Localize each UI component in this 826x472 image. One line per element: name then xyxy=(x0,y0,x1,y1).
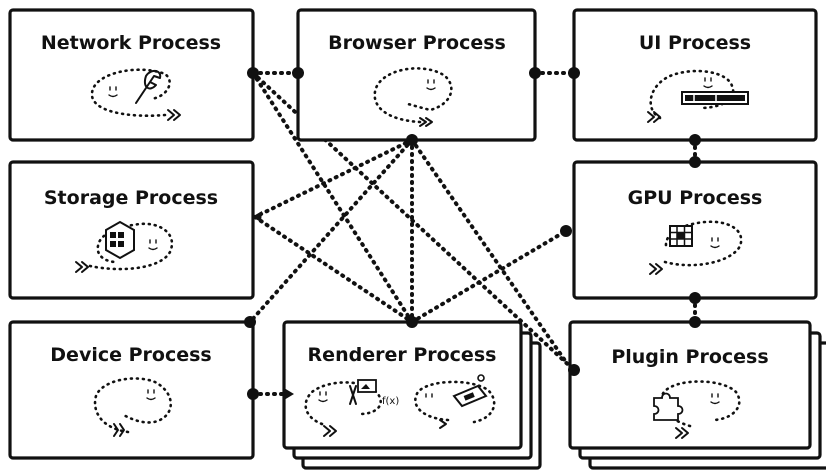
junctions xyxy=(244,67,701,400)
face-icon xyxy=(108,86,118,98)
junction-dot xyxy=(247,388,259,400)
grid-chip-icon xyxy=(669,225,693,247)
face-icon xyxy=(426,79,436,91)
plugin-process-node: Plugin Process xyxy=(568,320,812,450)
junction-dot xyxy=(560,225,572,237)
face-icon xyxy=(146,389,156,401)
device-process-node: Device Process xyxy=(8,320,255,460)
gpu-process-box xyxy=(572,160,818,300)
junction-dot xyxy=(247,67,259,79)
loop-arrow xyxy=(414,380,496,424)
fletching-icon xyxy=(323,425,337,437)
junction-dot xyxy=(568,67,580,79)
junction-dot xyxy=(406,316,418,328)
connector xyxy=(253,138,414,219)
arrowhead-icon xyxy=(284,388,294,400)
junction-dot xyxy=(689,156,701,168)
junction-dot xyxy=(689,292,701,304)
ui-process-label: UI Process xyxy=(639,32,751,54)
storage-process-label: Storage Process xyxy=(44,187,218,209)
junction-dot xyxy=(244,316,256,328)
network-process-label: Network Process xyxy=(41,32,221,54)
svg-text:f(x): f(x) xyxy=(382,396,399,407)
network-process-box xyxy=(8,8,255,142)
face-icon xyxy=(148,239,158,251)
renderer-process-node: Renderer Process f(x) xyxy=(282,320,523,450)
loop-arrow xyxy=(93,377,172,434)
arrowheads xyxy=(252,211,294,400)
connector xyxy=(410,229,568,324)
storage-cube-icon xyxy=(105,220,135,260)
renderer-process-label: Renderer Process xyxy=(308,344,497,366)
face-icon xyxy=(710,393,720,405)
renderer-process-box xyxy=(282,320,523,450)
fletching-icon xyxy=(167,109,181,121)
loop-arrow xyxy=(304,381,382,426)
browser-process-label: Browser Process xyxy=(328,32,506,54)
connector xyxy=(248,138,414,324)
loop-arrow xyxy=(88,222,174,271)
gpu-process-label: GPU Process xyxy=(628,187,763,209)
face-icon xyxy=(710,237,720,249)
arrowhead-icon xyxy=(252,211,262,222)
storage-process-node: Storage Process xyxy=(8,160,255,300)
ui-process-node: UI Process xyxy=(572,8,818,142)
network-process-node: Network Process xyxy=(8,8,255,142)
plugin-process-label: Plugin Process xyxy=(611,346,768,368)
puzzle-icon xyxy=(653,392,684,421)
loop-arrow xyxy=(373,67,453,124)
fletching-icon xyxy=(675,427,689,439)
junction-dot xyxy=(292,67,304,79)
wrench-icon xyxy=(135,70,162,104)
device-process-box xyxy=(8,320,255,460)
plugin-device-icon xyxy=(452,374,488,408)
toolbar-icon xyxy=(681,91,749,105)
connector xyxy=(251,71,414,324)
face-icon xyxy=(703,77,713,89)
face-icon xyxy=(318,391,328,403)
gpu-process-node: GPU Process xyxy=(572,160,818,300)
junction-dot xyxy=(406,134,418,146)
fletching-icon xyxy=(113,423,125,437)
junction-dot xyxy=(529,67,541,79)
junction-dot xyxy=(689,134,701,146)
ui-process-box xyxy=(572,8,818,142)
connector xyxy=(253,215,414,324)
browser-process-box xyxy=(296,8,537,142)
browser-process-node: Browser Process xyxy=(296,8,537,142)
fletching-icon xyxy=(649,263,663,275)
device-process-label: Device Process xyxy=(50,344,211,366)
loop-arrow xyxy=(663,220,743,267)
loop-arrow xyxy=(90,68,171,117)
fletching-icon xyxy=(419,117,433,127)
face-icon xyxy=(425,393,433,398)
fletching-icon xyxy=(75,261,89,273)
junction-dot xyxy=(568,364,580,376)
fletching-icon xyxy=(647,111,661,123)
junction-dot xyxy=(689,316,701,328)
plugin-process-box xyxy=(568,320,812,450)
fletching-icon xyxy=(439,419,447,429)
connector xyxy=(410,138,568,364)
media-icon: f(x) xyxy=(349,379,399,407)
